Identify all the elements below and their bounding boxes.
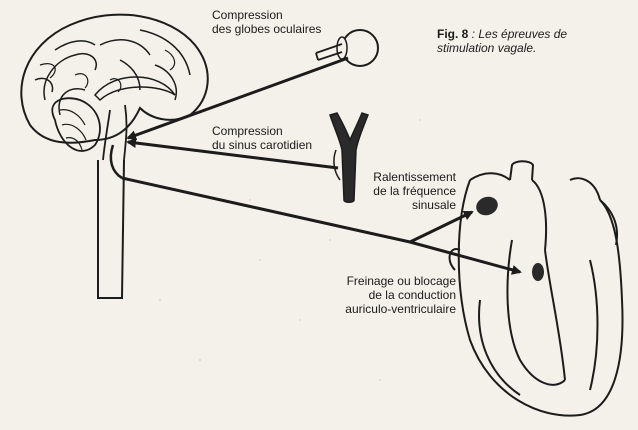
label-carotid-compression: Compression du sinus carotidien: [212, 124, 312, 152]
label-av-line3: auriculo-ventriculaire: [322, 302, 456, 316]
label-av-line1: Freinage ou blocage: [322, 274, 456, 288]
label-carotid-line1: Compression: [212, 124, 312, 138]
label-eye-compression: Compression des globes oculaires: [212, 8, 321, 36]
label-sinus-line2: de la fréquence: [360, 184, 456, 198]
arrows: [122, 58, 520, 272]
label-sinus-line1: Ralentissement: [360, 170, 456, 184]
spinal-cord-icon: [98, 145, 124, 298]
label-av-block: Freinage ou blocage de la conduction aur…: [322, 274, 456, 316]
figure-title-line2: stimulation vagale.: [437, 41, 536, 55]
eye-icon: [316, 30, 378, 66]
figure-caption: Fig. 8 : Les épreuves de stimulation vag…: [437, 27, 627, 55]
brain-icon: [21, 15, 207, 160]
label-sinus-line3: sinusale: [360, 198, 456, 212]
av-node-marker: [532, 263, 544, 281]
sinus-node-marker: [474, 194, 501, 218]
label-sinus-rate: Ralentissement de la fréquence sinusale: [360, 170, 456, 212]
paper-grain: [159, 119, 421, 381]
arrow-vagus-to-sinus: [410, 212, 472, 242]
label-eye-line2: des globes oculaires: [212, 22, 321, 36]
label-av-line2: de la conduction: [322, 288, 456, 302]
figure-title-line1: Les épreuves de: [478, 27, 567, 41]
heart-icon: [450, 161, 623, 415]
label-carotid-line2: du sinus carotidien: [212, 138, 312, 152]
figure-separator: :: [468, 27, 478, 41]
figure-number: Fig. 8: [437, 27, 468, 41]
label-eye-line1: Compression: [212, 8, 321, 22]
